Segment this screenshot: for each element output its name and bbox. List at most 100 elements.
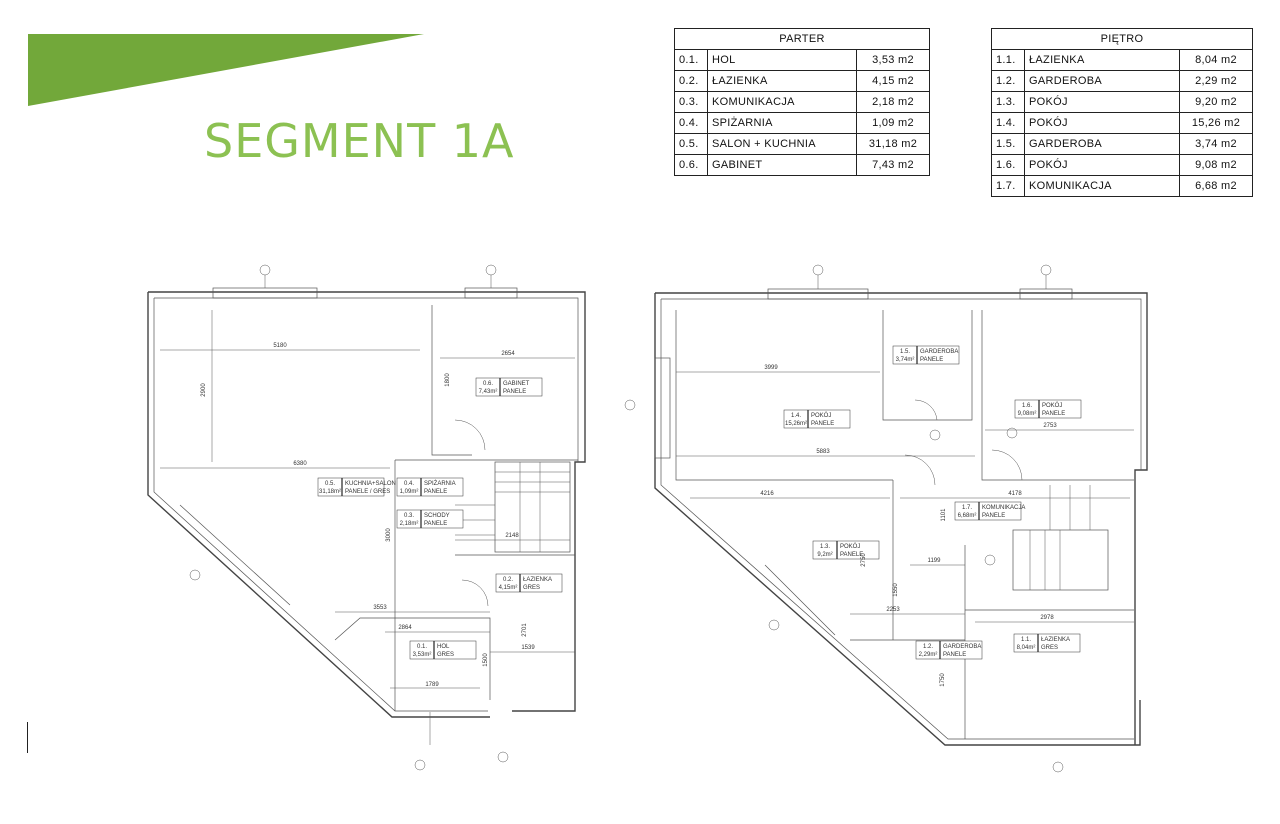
dimension-label: 2701	[522, 623, 528, 637]
parter-cell-area: 2,18 m2	[856, 91, 930, 113]
room-label: 1.1. 8,04m² ŁAZIENKA GRES	[1013, 633, 1081, 653]
room-num: 1.2.	[923, 644, 933, 650]
pietro-cell-area: 8,04 m2	[1179, 49, 1253, 71]
pietro-cell-area: 9,20 m2	[1179, 91, 1253, 113]
dimension-label: 1750	[940, 673, 946, 687]
dimension-label: 1500	[483, 653, 489, 667]
pietro-cell-name: POKÓJ	[1024, 91, 1180, 113]
room-floor: PANELE / GRES	[345, 489, 390, 495]
room-floor: PANELE	[840, 552, 863, 558]
room-label: 0.5. 31,18m² KUCHNIA+SALON PANELE / GRES	[317, 477, 396, 497]
room-num: 0.6.	[483, 381, 493, 387]
room-num: 1.1.	[1021, 637, 1031, 643]
text-cursor	[27, 722, 28, 753]
room-num: 0.4.	[404, 481, 414, 487]
room-floor: PANELE	[503, 389, 526, 395]
parter-cell-num: 0.1.	[674, 49, 708, 71]
room-num: 0.5.	[325, 481, 335, 487]
parter-cell-area: 31,18 m2	[856, 133, 930, 155]
room-floor: GRES	[523, 585, 540, 591]
room-area: 15,26m²	[785, 421, 807, 427]
room-num: 1.6.	[1022, 403, 1032, 409]
room-num: 1.4.	[791, 413, 801, 419]
room-area: 2,18m²	[400, 521, 419, 527]
room-floor: PANELE	[424, 489, 447, 495]
room-name: SCHODY	[424, 513, 450, 519]
dimension-label: 2978	[1040, 615, 1054, 621]
room-area: 4,15m²	[499, 585, 518, 591]
room-label: 1.5. 3,74m² GARDEROBA PANELE	[892, 345, 960, 365]
dimension-label: 2753	[1043, 423, 1057, 429]
dimension-label: 5180	[273, 343, 287, 349]
room-floor: PANELE	[1042, 411, 1065, 417]
stairs	[455, 461, 571, 553]
room-name: ŁAZIENKA	[1041, 637, 1070, 643]
room-name: POKÓJ	[811, 412, 831, 419]
pietro-cell-name: GARDEROBA	[1024, 133, 1180, 155]
room-area: 31,18m²	[319, 489, 341, 495]
dimension-label: 1199	[928, 558, 942, 564]
room-area: 9,2m²	[817, 552, 832, 558]
room-name: GABINET	[503, 381, 530, 387]
room-num: 0.3.	[404, 513, 414, 519]
room-area: 2,29m²	[919, 652, 938, 658]
room-area: 1,09m²	[400, 489, 419, 495]
pietro-cell-name: KOMUNIKACJA	[1024, 175, 1180, 197]
room-name: SPIŻARNIA	[424, 480, 456, 487]
room-area: 8,04m²	[1017, 645, 1036, 651]
dimension-label: 2253	[886, 607, 900, 613]
room-floor: PANELE	[943, 652, 966, 658]
room-floor: PANELE	[982, 513, 1005, 519]
ground-floor-plan: 0.6.7,43m²GABINETPANELE0.5.31,18m²KUCHNI…	[147, 264, 586, 771]
room-area: 9,08m²	[1018, 411, 1037, 417]
room-label: 0.2. 4,15m² ŁAZIENKA GRES	[495, 573, 563, 593]
room-area: 3,53m²	[413, 652, 432, 658]
page-title: SEGMENT 1A	[204, 114, 515, 168]
room-num: 1.5.	[900, 349, 910, 355]
room-area: 3,74m²	[896, 357, 915, 363]
upper-floor-plan: 1.5. 3,74m² GARDEROBA PANELE 1.4. 15,26m² POKÓ…	[624, 264, 1148, 773]
dimension-label: 4178	[1008, 491, 1022, 497]
dimension-label: 1550	[893, 583, 899, 597]
dimension-label: 2654	[501, 351, 515, 357]
room-name: KUCHNIA+SALON	[345, 481, 396, 487]
dimension-label: 3999	[764, 365, 778, 371]
room-floor: GRES	[1041, 645, 1058, 651]
room-name: GARDEROBA	[920, 349, 958, 355]
room-label: 0.3. 2,18m² SCHODY PANELE	[396, 509, 464, 529]
room-area: 6,68m²	[958, 513, 977, 519]
green-banner	[28, 34, 424, 106]
room-label: 0.4. 1,09m² SPIŻARNIA PANELE	[396, 477, 464, 497]
dimension-label: 5883	[816, 449, 830, 455]
room-num: 0.2.	[503, 577, 513, 583]
room-floor: PANELE	[424, 521, 447, 527]
dimension-label: 6380	[293, 461, 307, 467]
room-name: KOMUNIKACJA	[982, 505, 1025, 511]
dimension-label: 2750	[861, 553, 867, 567]
dimension-label: 1101	[941, 508, 947, 522]
dimension-label: 1539	[521, 645, 535, 651]
parter-cell-area: 3,53 m2	[856, 49, 930, 71]
room-num: 1.3.	[820, 544, 830, 550]
room-name: ŁAZIENKA	[523, 577, 552, 583]
room-floor: PANELE	[920, 357, 943, 363]
upper-stairs	[1012, 485, 1109, 591]
